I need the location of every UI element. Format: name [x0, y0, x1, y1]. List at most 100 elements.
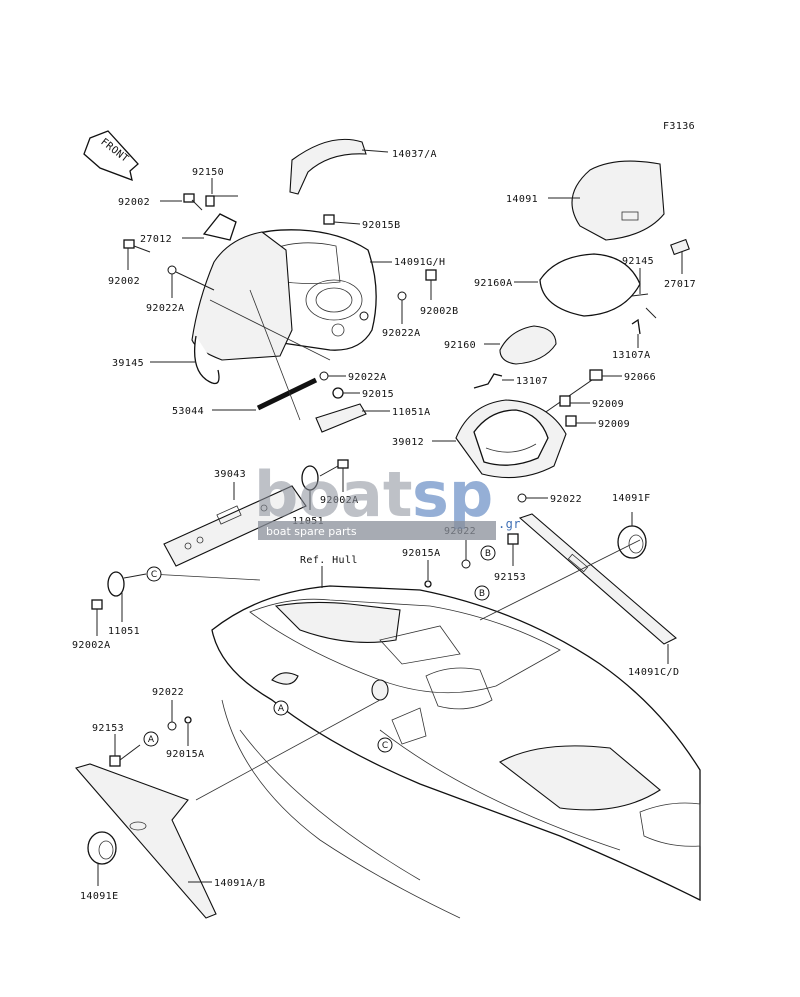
bolt-92009-2	[565, 415, 577, 427]
bolt-92002B	[425, 269, 437, 300]
bracket-11051-2	[107, 571, 125, 597]
callout-b-1: B	[480, 545, 496, 561]
nut-92015	[332, 387, 344, 399]
label-53044: 53044	[172, 406, 204, 417]
part-27017-tab	[670, 238, 690, 256]
label-14091E: 14091E	[80, 891, 119, 902]
bolt-92153-1	[507, 533, 519, 545]
watermark-logo: boat sp .gr boat spare parts	[254, 458, 521, 540]
nut-92015A-2	[184, 716, 192, 724]
front-arrow-icon: FRONT	[83, 130, 139, 182]
part-14091AB-panel	[75, 763, 217, 919]
label-14091: 14091	[506, 194, 538, 205]
watermark-suffix: .gr	[498, 517, 521, 531]
label-92002-top: 92002	[118, 197, 150, 208]
label-92022-3: 92022	[152, 687, 184, 698]
bolt-92009-1	[559, 395, 571, 407]
label-92015A-1: 92015A	[402, 548, 441, 559]
part-39012-bin	[455, 399, 567, 479]
part-39145-shape	[191, 231, 293, 385]
label-92022-1: 92022	[550, 494, 582, 505]
label-13107A: 13107A	[612, 350, 651, 361]
watermark-brand-b: sp	[412, 458, 493, 531]
washer-92022-2	[461, 559, 471, 569]
washer-92022A-3	[319, 371, 329, 381]
svg-text:B: B	[479, 589, 485, 599]
label-13107: 13107	[516, 376, 548, 387]
label-92009-1: 92009	[592, 399, 624, 410]
bracket-27012	[202, 213, 237, 241]
svg-text:C: C	[382, 741, 388, 751]
label-92015A-2: 92015A	[166, 749, 205, 760]
watermark-tagline: boat spare parts	[266, 525, 357, 538]
label-11051A: 11051A	[392, 407, 431, 418]
clip-92015B	[323, 214, 335, 225]
label-27012: 27012	[140, 234, 172, 245]
hull-outline	[211, 585, 701, 919]
label-92015: 92015	[362, 389, 394, 400]
svg-text:C: C	[151, 570, 157, 580]
svg-text:A: A	[278, 704, 285, 714]
label-14091GH: 14091G/H	[394, 257, 445, 268]
part-labels: 14037/A 92150 92002 92015B 27012 14091G/…	[72, 149, 696, 902]
part-14091CD-rail	[518, 513, 677, 645]
label-27017: 27017	[664, 279, 696, 290]
label-92022A-1: 92022A	[146, 303, 185, 314]
label-92002A-2: 92002A	[72, 640, 111, 651]
nut-92015A-1	[424, 580, 432, 588]
callout-c-1: C	[146, 566, 162, 582]
svg-text:A: A	[148, 735, 155, 745]
part-14091F-cap	[617, 525, 647, 559]
svg-text:B: B	[485, 549, 491, 559]
label-39012: 39012	[392, 437, 424, 448]
label-92150: 92150	[192, 167, 224, 178]
label-39043: 39043	[214, 469, 246, 480]
label-92160A: 92160A	[474, 278, 513, 289]
label-92015B: 92015B	[362, 220, 401, 231]
label-14091CD: 14091C/D	[628, 667, 679, 678]
bolt-92002A-2	[91, 599, 103, 610]
part-39043-shape	[163, 485, 307, 567]
label-92022A-3: 92022A	[348, 372, 387, 383]
part-14091-lid	[571, 160, 665, 241]
bolt-92150	[205, 195, 215, 207]
figure-code: F3136	[663, 121, 695, 132]
clip-92145	[631, 293, 657, 319]
label-39145: 39145	[112, 358, 144, 369]
part-92160-seal	[499, 325, 557, 365]
label-92153-2: 92153	[92, 723, 124, 734]
label-ref-hull: Ref. Hull	[300, 555, 358, 566]
washer-92022-1	[517, 493, 527, 503]
washer-92022A-2	[397, 291, 407, 301]
rod-53044	[256, 377, 318, 411]
bolt-92002-top	[183, 193, 203, 211]
pin-13107A	[631, 318, 641, 335]
part-14091E-cap	[87, 831, 117, 865]
callout-a-2: A	[143, 731, 159, 747]
label-92009-2: 92009	[598, 419, 630, 430]
label-92160: 92160	[444, 340, 476, 351]
label-14037A: 14037/A	[392, 149, 437, 160]
callout-c-2: C	[377, 737, 393, 753]
bolt-92002-mid	[123, 239, 151, 253]
label-14091F: 14091F	[612, 493, 651, 504]
label-11051-2: 11051	[108, 626, 140, 637]
bracket-11051A	[315, 403, 367, 433]
label-92002B: 92002B	[420, 306, 459, 317]
cap-92066	[589, 369, 603, 381]
watermark-brand-a: boat	[254, 458, 412, 531]
bolt-92153-2	[109, 755, 121, 767]
pin-13107	[473, 373, 503, 389]
label-14091AB: 14091A/B	[214, 878, 265, 889]
label-92145: 92145	[622, 256, 654, 267]
label-92002-mid: 92002	[108, 276, 140, 287]
washer-92022A-1	[167, 265, 177, 275]
callout-b-2: B	[474, 585, 490, 601]
label-92002A-1: 92002A	[320, 495, 359, 506]
part-14037A-shape	[289, 138, 367, 195]
label-92153-1: 92153	[494, 572, 526, 583]
washer-92022-3	[167, 721, 177, 731]
label-92022A-2: 92022A	[382, 328, 421, 339]
